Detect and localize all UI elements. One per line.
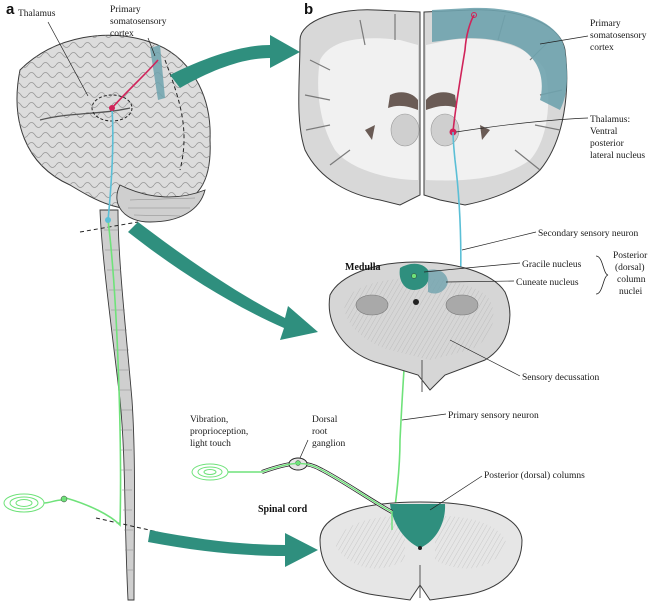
nuclei-brace	[595, 255, 609, 295]
spinal-cord-label: Spinal cord	[258, 504, 308, 515]
primary-somatosensory-label-b-line3: cortex	[590, 43, 614, 53]
cuneate-nucleus-label: Cuneate nucleus	[516, 278, 579, 288]
panel-label-a: a	[6, 1, 15, 18]
panel-label-b: b	[304, 1, 313, 18]
sensory-decussation-label: Sensory decussation	[522, 373, 600, 383]
pathway-a	[3, 59, 159, 527]
thalamus-neuron-dot-a	[109, 105, 115, 111]
primary-somatosensory-label-b-line2: somatosensory	[590, 31, 647, 41]
gracile-nucleus-label: Gracile nucleus	[522, 260, 582, 270]
posterior-columns-region	[390, 504, 446, 548]
thalamus-label-b-line2: Ventral	[590, 127, 618, 137]
thalamus-label-b-line3: posterior	[590, 139, 625, 149]
posterior-columns-label: Posterior (dorsal) columns	[484, 470, 585, 481]
labels-panel-b: Primary somatosensory cortex Thalamus: V…	[190, 19, 648, 515]
posterior-column-nuclei-line3: column	[617, 275, 646, 285]
dorsal-root-ganglion-label-line1: Dorsal	[312, 415, 338, 425]
posterior-column-nuclei-line4: nuclei	[619, 287, 643, 297]
brain-illustration	[16, 34, 211, 223]
medulla-label: Medulla	[345, 262, 381, 273]
arrow-to-medulla-section	[128, 222, 318, 340]
medulla-section	[328, 261, 511, 392]
arrow-to-spinal-section	[148, 530, 318, 567]
secondary-sensory-neuron-label: Secondary sensory neuron	[538, 229, 639, 239]
dorsal-root-ganglion-label-line3: ganglion	[312, 439, 345, 449]
spinal-cord-illustration	[79, 209, 159, 601]
primary-sensory-neuron-label: Primary sensory neuron	[448, 411, 539, 421]
primary-somatosensory-strip-a	[150, 45, 165, 100]
thalamus-label-a: Thalamus	[18, 9, 56, 19]
vibration-label-line2: proprioception,	[190, 427, 248, 437]
primary-somatosensory-label-a-line2: somatosensory	[110, 17, 167, 27]
posterior-column-nuclei-line2: (dorsal)	[615, 262, 645, 273]
thalamus-label-b-line1: Thalamus:	[590, 115, 630, 125]
vibration-label-line3: light touch	[190, 439, 231, 449]
spinal-cord-section	[319, 501, 523, 601]
thalamus-label-b-line4: lateral nucleus	[590, 151, 645, 161]
primary-somatosensory-label-a-line3: cortex	[110, 29, 134, 39]
connector-arrows	[128, 35, 318, 567]
dorsal-root-ganglion-label-line2: root	[312, 427, 328, 437]
vibration-label-line1: Vibration,	[190, 415, 228, 425]
primary-somatosensory-region-b	[432, 7, 568, 110]
coronal-brain-section	[298, 7, 568, 206]
primary-somatosensory-label-a-line1: Primary	[110, 5, 141, 15]
arrow-to-cortex-section	[170, 35, 300, 88]
primary-somatosensory-label-b-line1: Primary	[590, 19, 621, 29]
posterior-column-nuclei-line1: Posterior	[613, 251, 648, 261]
dorsal-root-ganglion	[191, 457, 393, 530]
